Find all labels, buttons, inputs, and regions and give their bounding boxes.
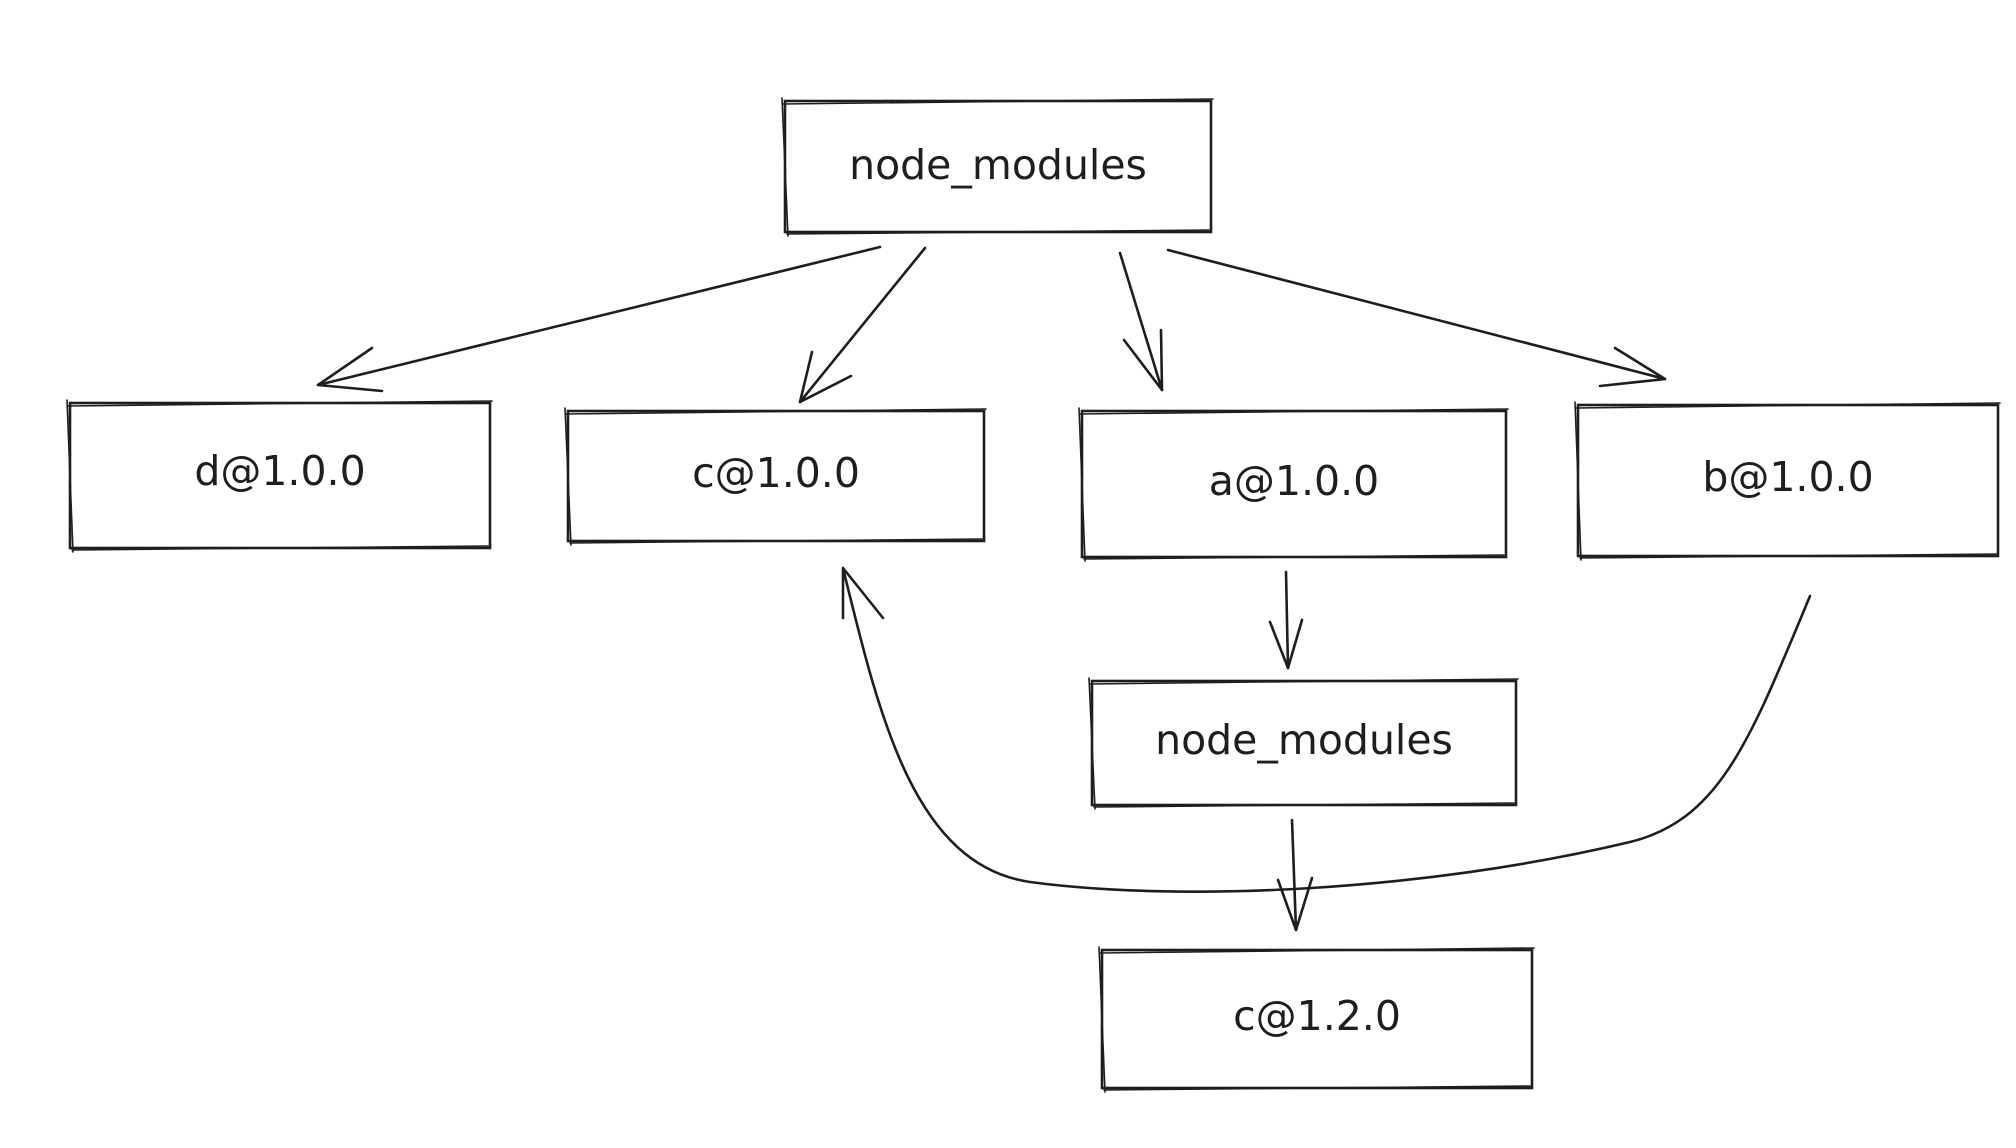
box-sketch-outline <box>66 399 493 553</box>
node-box <box>1100 948 1534 1090</box>
node-root-node-modules: node_modules <box>781 97 1214 237</box>
edge-a100-to-nested-node-modules <box>1268 570 1304 670</box>
edge-line <box>1118 251 1164 392</box>
node-box <box>783 99 1213 234</box>
box-sketch-outline <box>1088 677 1519 810</box>
arrowhead <box>1276 876 1314 932</box>
edge-root-to-c100 <box>798 246 927 404</box>
edge-root-to-d <box>316 245 882 393</box>
node-a-1-0-0: a@1.0.0 <box>1078 407 1509 562</box>
arrowhead <box>1122 328 1164 392</box>
edge-line <box>1284 570 1290 670</box>
box-sketch-outline <box>1098 946 1535 1093</box>
node-b-1-0-0: b@1.0.0 <box>1574 401 2001 561</box>
arrowhead <box>316 346 384 393</box>
arrowhead <box>841 566 885 620</box>
edge-line <box>798 246 927 404</box>
box-sketch-outline <box>781 97 1214 237</box>
node-box <box>68 401 492 550</box>
edge-line <box>316 245 882 387</box>
edge-line <box>841 566 1812 893</box>
node-d-1-0-0: d@1.0.0 <box>66 399 493 553</box>
node-label: c@1.2.0 <box>1233 992 1401 1040</box>
edge-b100-to-c100-curved <box>841 566 1812 893</box>
arrowhead <box>798 350 853 404</box>
edge-root-to-a100 <box>1118 251 1164 392</box>
edge-root-to-b100 <box>1166 248 1667 388</box>
box-sketch-outline <box>564 407 987 546</box>
edge-line <box>1166 248 1667 381</box>
node-label: node_modules <box>849 141 1147 189</box>
node-box <box>1576 403 2000 558</box>
node-label: b@1.0.0 <box>1702 453 1873 501</box>
node-box <box>1080 409 1508 559</box>
arrowhead <box>1598 346 1667 388</box>
node-label: a@1.0.0 <box>1209 457 1379 505</box>
edge-line <box>1290 818 1298 932</box>
edge-nested-node-modules-to-c120 <box>1276 818 1314 932</box>
node-c-1-2-0: c@1.2.0 <box>1098 946 1535 1093</box>
node-c-1-0-0: c@1.0.0 <box>564 407 987 546</box>
node-label: c@1.0.0 <box>692 449 860 497</box>
box-sketch-outline <box>1574 401 2001 561</box>
node-label: node_modules <box>1155 716 1453 764</box>
node-nested-node-modules: node_modules <box>1088 677 1519 810</box>
node-label: d@1.0.0 <box>194 447 365 495</box>
arrowhead <box>1268 618 1304 670</box>
box-sketch-outline <box>1078 407 1509 562</box>
